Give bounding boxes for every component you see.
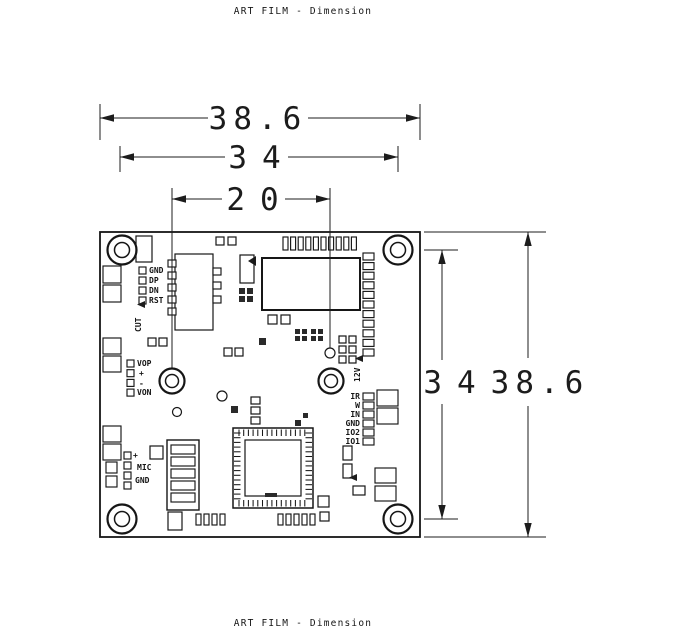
audio-connector xyxy=(166,439,200,531)
dim-mount-hole-spacing-h: 34 xyxy=(119,140,399,176)
drawing-title-bottom: ART FILM - Dimension xyxy=(234,618,372,629)
dim-mount-hole-spacing-v: 34 xyxy=(423,249,490,520)
dim-mount-hole-spacing-h-value: 34 xyxy=(228,140,295,176)
io-header-pads xyxy=(362,392,375,446)
power-label: 12V xyxy=(353,355,363,382)
mic-pin-labels: + MIC GND xyxy=(123,445,164,490)
lens-hole-right xyxy=(317,367,345,395)
io-pin-label: IO2 xyxy=(346,428,361,437)
usb-pin-pads xyxy=(138,266,147,305)
dim-board-height-value: 38.6 xyxy=(491,365,590,401)
mounting-hole-bottom-left xyxy=(106,503,138,535)
video-pin-label: + xyxy=(139,369,144,378)
dim-mount-hole-spacing-v-value: 34 xyxy=(423,365,490,401)
drawing-title-top: ART FILM - Dimension xyxy=(234,6,372,17)
mounting-hole-top-right xyxy=(382,234,414,266)
io-pin-label: IO1 xyxy=(346,437,361,446)
video-pin-label: VON xyxy=(137,388,152,397)
power-label-text: 12V xyxy=(353,367,362,382)
cut-label: CUT xyxy=(134,301,145,332)
mounting-hole-bottom-right xyxy=(382,503,414,535)
video-pin-labels: VOP + - VON xyxy=(126,359,152,397)
right-header-pads xyxy=(362,252,375,357)
left-solder-pads xyxy=(102,265,122,488)
video-pin-label: VOP xyxy=(137,359,152,368)
mic-pin-label: MIC xyxy=(137,463,152,472)
mic-pin-pads xyxy=(123,451,132,490)
main-ic-pins xyxy=(234,429,312,507)
lens-hole-left xyxy=(158,367,186,395)
usb-pin-label: DN xyxy=(149,286,159,295)
video-pin-label: - xyxy=(139,379,144,388)
usb-module-right-pads xyxy=(212,267,222,304)
video-pin-pads xyxy=(126,359,135,397)
io-pin-label: IR xyxy=(350,392,360,401)
bottom-header-pads-right xyxy=(277,513,316,526)
io-pin-label: IN xyxy=(350,410,360,419)
io-pin-label: W xyxy=(355,401,360,410)
audio-connector-pins xyxy=(170,444,196,503)
cut-label-text: CUT xyxy=(134,317,143,332)
mic-pin-label: GND xyxy=(135,476,150,485)
main-ic xyxy=(232,427,314,509)
mic-pin-label: + xyxy=(133,451,138,460)
io-pin-label: GND xyxy=(346,419,361,428)
dim-lens-hole-spacing-value: 20 xyxy=(226,182,293,218)
dim-board-width-value: 38.6 xyxy=(209,101,308,137)
right-solder-pads xyxy=(374,389,399,502)
cut-arrow-icon xyxy=(137,301,145,308)
misc-components xyxy=(147,236,366,522)
dim-board-width: 38.6 xyxy=(99,101,421,140)
eeprom-chip xyxy=(248,236,361,311)
dim-board-height: 38.6 xyxy=(424,231,590,538)
usb-pin-labels: GND DP DN RST xyxy=(138,266,164,305)
usb-pin-label: RST xyxy=(149,296,164,305)
io-pin-labels: IR W IN GND IO2 IO1 xyxy=(346,392,361,446)
usb-pin-label: GND xyxy=(149,266,164,275)
bottom-header-pads-left xyxy=(195,513,226,526)
pcb-board: GND DP DN RST CUT VOP + - VON + xyxy=(99,231,421,538)
mounting-hole-top-left xyxy=(106,234,138,266)
usb-pin-label: DP xyxy=(149,276,159,285)
power-arrow-icon xyxy=(355,355,363,362)
dim-lens-hole-spacing: 20 xyxy=(171,182,331,368)
top-header-pads xyxy=(282,236,357,251)
